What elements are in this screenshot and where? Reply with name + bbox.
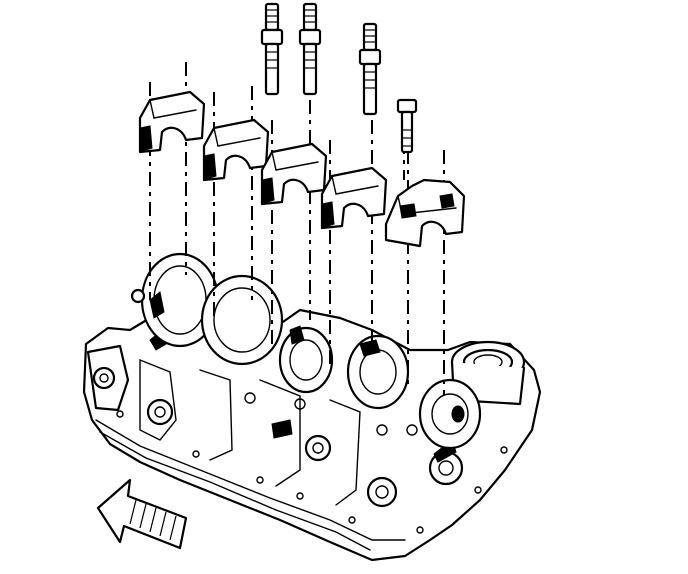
crankshaft bbox=[130, 252, 482, 450]
bearing-cap-4 bbox=[320, 166, 388, 230]
direction-arrow-icon bbox=[96, 478, 188, 550]
bearing-cap-5-rear bbox=[384, 178, 466, 248]
stud-1 bbox=[260, 2, 284, 96]
main-bearing-caps bbox=[138, 90, 466, 248]
bearing-cap-1 bbox=[138, 90, 206, 154]
engine-block bbox=[82, 308, 542, 562]
stud-2 bbox=[298, 2, 322, 96]
stud-3 bbox=[358, 22, 382, 116]
main-cap-studs bbox=[260, 2, 382, 116]
bearing-cap-3 bbox=[260, 142, 328, 206]
bearing-cap-2 bbox=[202, 118, 270, 182]
main-cap-bolt bbox=[396, 98, 418, 154]
